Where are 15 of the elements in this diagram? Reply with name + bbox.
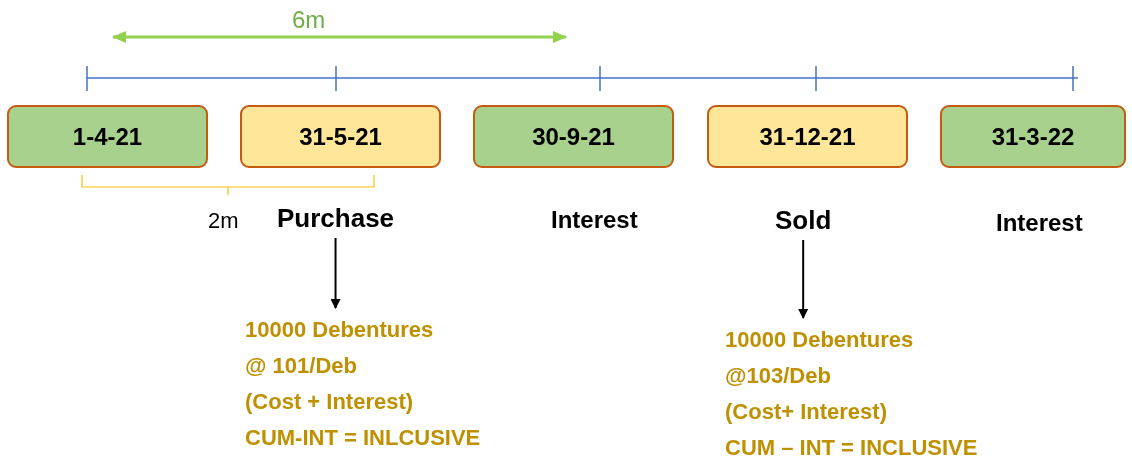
date-box: 31-5-21 bbox=[240, 105, 441, 168]
event-label: Interest bbox=[996, 209, 1083, 237]
event-label: Interest bbox=[551, 206, 638, 234]
dimension-label: 6m bbox=[292, 6, 326, 34]
date-box: 31-12-21 bbox=[707, 105, 908, 168]
arrow bbox=[798, 239, 809, 319]
date-box: 31-3-22 bbox=[940, 105, 1126, 168]
event-label: Sold bbox=[775, 205, 832, 236]
date-box: 1-4-21 bbox=[7, 105, 208, 168]
event-label: Purchase bbox=[277, 203, 395, 234]
date-box: 30-9-21 bbox=[473, 105, 674, 168]
dimension-label: 2m bbox=[208, 208, 239, 234]
arrow bbox=[330, 237, 341, 309]
transaction-note: 10000 Debentures @ 101/Deb (Cost + Interest) CUM-INT = INLCUSIVE bbox=[245, 312, 481, 456]
transaction-note: 10000 Debentures @103/Deb (Cost+ Interest) CUM – INT = INCLUSIVE bbox=[725, 322, 978, 466]
